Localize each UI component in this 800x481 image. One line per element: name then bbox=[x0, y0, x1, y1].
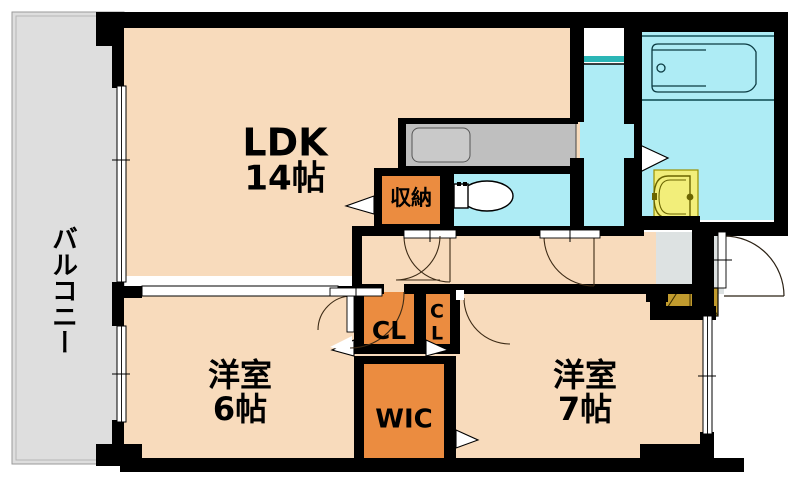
kitchen-sink bbox=[411, 127, 471, 163]
closet1-label: CL bbox=[372, 316, 406, 345]
wic-fill bbox=[362, 362, 448, 470]
room-label-ldk: LDK 14帖 bbox=[242, 121, 329, 199]
room-label-wic: WIC bbox=[375, 405, 432, 435]
washitsu6-floor bbox=[120, 286, 360, 466]
windows bbox=[112, 85, 716, 435]
storage-label: 収納 bbox=[390, 186, 432, 210]
ldk-label-line1: LDK bbox=[242, 121, 329, 165]
bathtub-drain bbox=[656, 63, 666, 73]
room-label-washitsu7: 洋室 7帖 bbox=[553, 356, 617, 428]
toilet bbox=[453, 180, 514, 212]
room-label-closet1: CL bbox=[372, 316, 406, 345]
room-label-closet2: C L bbox=[430, 301, 444, 345]
washitsu7-label-line2: 7帖 bbox=[558, 390, 612, 428]
room-label-balcony: バルコニー bbox=[48, 225, 78, 355]
wic-label: WIC bbox=[375, 405, 432, 435]
balcony-area bbox=[11, 11, 125, 465]
closet-1-fill bbox=[362, 292, 418, 348]
closet2-label-line2: L bbox=[431, 323, 443, 345]
bathtub bbox=[639, 35, 787, 101]
hallway-floor bbox=[360, 232, 710, 292]
washitsu6-label-line1: 洋室 bbox=[208, 356, 272, 394]
room-label-storage: 収納 bbox=[390, 186, 432, 210]
washitsu6-label-line2: 6帖 bbox=[213, 390, 267, 428]
doors bbox=[141, 195, 785, 449]
kitchen-counter bbox=[403, 121, 577, 169]
closet2-label-line1: C bbox=[430, 301, 444, 323]
balcony-label: バルコニー bbox=[48, 225, 78, 355]
storage-closet-fill bbox=[380, 172, 440, 227]
ldk-label-line2: 14帖 bbox=[244, 159, 325, 199]
closet-2-fill bbox=[424, 292, 452, 348]
room-label-washitsu6: 洋室 6帖 bbox=[208, 356, 272, 428]
toilet-tank bbox=[453, 183, 469, 209]
washitsu7-label-line1: 洋室 bbox=[553, 356, 617, 394]
vanity-basin bbox=[652, 169, 699, 225]
